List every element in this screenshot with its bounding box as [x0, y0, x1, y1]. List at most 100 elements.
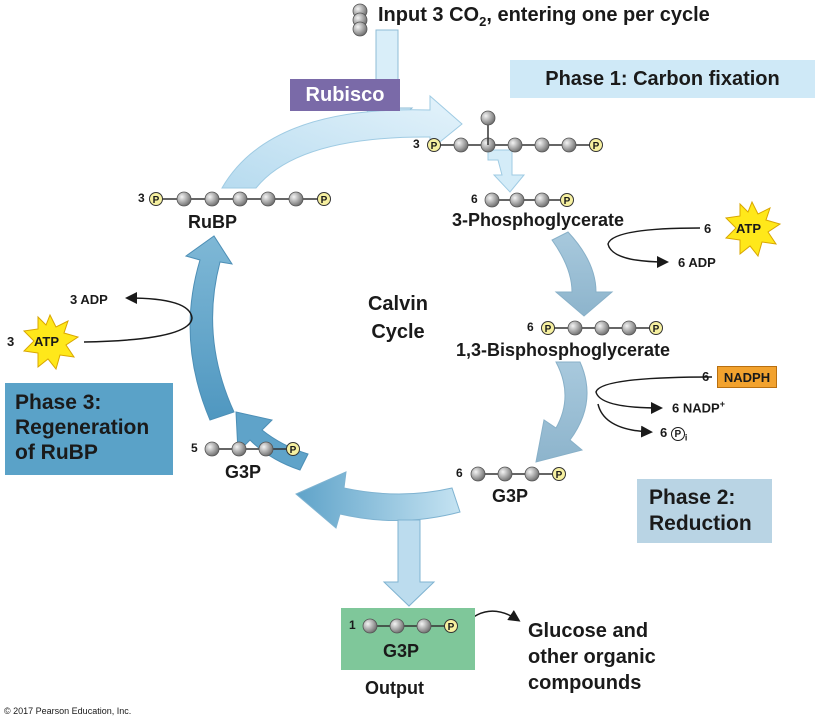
intermediate-carbon: [507, 137, 523, 153]
atp-left-label: ATP: [34, 334, 60, 349]
rubp-label: RuBP: [188, 212, 237, 232]
rubp-phosphate-label: P: [321, 195, 328, 206]
g3p-right-phosphate: [552, 467, 566, 481]
g3p-output-carbon: [362, 618, 378, 634]
atp-adp-left-arc: [83, 292, 193, 343]
intermediate-phosphate-label: P: [431, 141, 438, 152]
pga-label: 3-Phosphoglycerate: [452, 210, 625, 230]
bpg-carbon: [621, 320, 637, 336]
rubp-phosphate-label: P: [153, 195, 160, 206]
phase2-title: Phase 2:: [649, 486, 736, 509]
intermediate-carbon: [534, 137, 550, 153]
rubp-carbon: [232, 191, 248, 207]
rubisco-label: Rubisco: [290, 79, 400, 111]
adp-left-label: 3 ADP: [70, 292, 108, 307]
g3p-left-label: G3P: [225, 462, 262, 482]
g3p-output-carbon: [416, 618, 432, 634]
intermediate-phosphate-label: P: [593, 141, 600, 152]
bpg-count: 6: [527, 320, 534, 334]
cycle-arrow-right-upper: [551, 231, 614, 317]
output-box: [341, 608, 475, 670]
g3p-right-count: 6: [456, 466, 463, 480]
intermediate-phosphate: [589, 138, 603, 152]
g3p-output-count: 1: [349, 618, 356, 632]
intermediate-count: 3: [413, 137, 420, 151]
g3p-right-phosphate-label: P: [556, 470, 563, 481]
co2-input-icon: [352, 3, 368, 37]
bpg-carbon: [594, 320, 610, 336]
rubp-carbon: [288, 191, 304, 207]
g3p-left-carbon: [204, 441, 220, 457]
bpg-label: 1,3-Bisphosphoglycerate: [456, 340, 671, 360]
g3p-right-carbon: [470, 466, 486, 482]
rubp-carbon: [204, 191, 220, 207]
calvin-cycle-title: Calvin Cycle: [367, 293, 429, 343]
cycle-arrow-left: [184, 235, 235, 421]
atp-star-left-icon: [22, 313, 80, 371]
cycle-arrow-split: [487, 149, 526, 193]
intermediate-carbon: [561, 137, 577, 153]
g3p-output-label: G3P: [383, 641, 420, 661]
pga-count: 6: [471, 192, 478, 206]
phase2-subtitle: Reduction: [649, 512, 752, 535]
atp-adp-right-arc: [607, 227, 701, 268]
atp-star-right-icon: [724, 200, 782, 258]
g3p-output-phosphate: [444, 619, 458, 633]
g3p-left-phosphate-label: P: [290, 445, 297, 456]
rubp-phosphate: [149, 192, 163, 206]
cycle-arrow-top: [221, 94, 463, 189]
g3p-left-carbon: [258, 441, 274, 457]
output-products: Glucose and other organic compounds: [528, 620, 656, 694]
molecule-chains: P P P P P P P P P P: [149, 110, 663, 634]
g3p-left-carbon: [231, 441, 247, 457]
pga-phosphate-label: P: [564, 196, 571, 207]
phase3-title: Phase 3:: [15, 391, 102, 414]
cycle-arrow-bottom: [295, 471, 461, 529]
rubp-carbon: [260, 191, 276, 207]
phase3-subtitle-line1: Regeneration: [15, 416, 150, 439]
pga-carbon: [484, 192, 500, 208]
nadph-arc: [595, 376, 713, 414]
g3p-left-phosphate: [286, 442, 300, 456]
g3p-right-carbon: [524, 466, 540, 482]
g3p-right-label: G3P: [492, 486, 529, 506]
phase3-subtitle-line2: of RuBP: [15, 441, 98, 464]
phase2-box: Phase 2: Reduction: [637, 479, 772, 543]
atp-left-count: 3: [7, 334, 15, 349]
intermediate-phosphate: [427, 138, 441, 152]
nadph-count: 6: [702, 369, 710, 384]
cycle-arrow-right-lower: [535, 361, 588, 463]
pga-carbon: [509, 192, 525, 208]
output-label: Output: [365, 678, 424, 698]
bpg-phosphate-label: P: [653, 324, 660, 335]
g3p-output-carbon: [389, 618, 405, 634]
atp-right-label: ATP: [736, 221, 762, 236]
adp-right-label: 6 ADP: [678, 255, 716, 270]
intermediate-carbon: [453, 137, 469, 153]
pga-phosphate: [560, 193, 574, 207]
pga-carbon: [534, 192, 550, 208]
rubp-carbon: [176, 191, 192, 207]
intermediate-branch-carbon: [480, 110, 496, 126]
nadph-label: NADPH: [717, 366, 777, 388]
phase1-box: Phase 1: Carbon fixation: [510, 60, 815, 98]
bpg-phosphate: [541, 321, 555, 335]
g3p-output-phosphate-label: P: [448, 622, 455, 633]
co2-input-label: Input 3 CO2, entering one per cycle: [378, 4, 710, 29]
bpg-carbon: [567, 320, 583, 336]
output-arrow: [382, 519, 436, 607]
nadp-label: 6 NADP+: [672, 399, 725, 416]
rubp-count: 3: [138, 191, 145, 205]
pi-arc: [597, 403, 653, 438]
g3p-right-carbon: [497, 466, 513, 482]
atp-right-count: 6: [704, 221, 712, 236]
bpg-phosphate: [649, 321, 663, 335]
phase3-box: Phase 3: Regeneration of RuBP: [5, 383, 173, 475]
copyright: © 2017 Pearson Education, Inc.: [4, 706, 132, 716]
g3p-left-count: 5: [191, 441, 198, 455]
rubp-phosphate: [317, 192, 331, 206]
bpg-phosphate-label: P: [545, 324, 552, 335]
